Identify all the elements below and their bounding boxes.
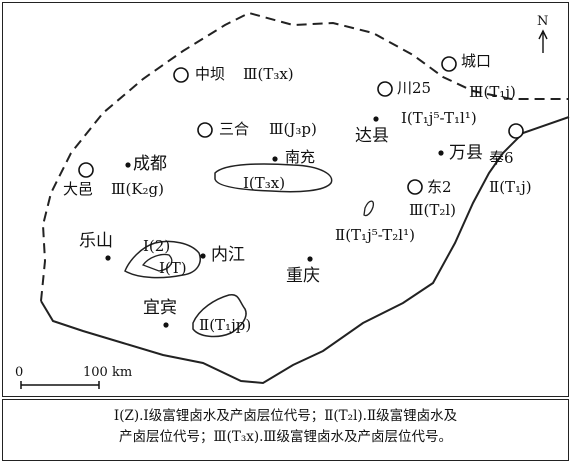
- zone-label-central: Ⅱ(T₁j⁵-T₂l¹): [335, 226, 415, 244]
- basin-boundary-dashed: [40, 11, 569, 302]
- wanxian-dot: [438, 150, 444, 156]
- place-dayi: 大邑: [63, 180, 94, 198]
- zone-label-daxian: Ⅰ(T₁j⁵-T₁l¹): [401, 109, 477, 127]
- basin-boundary-solid: [40, 116, 570, 385]
- north-label: N: [537, 14, 549, 29]
- yibin-zone: [192, 293, 247, 338]
- place-sanhe: 三合: [219, 120, 250, 138]
- figure-caption: Ⅰ(Z).Ⅰ级富锂卤水及产卤层位代号；Ⅱ(T₂l).Ⅱ级富锂卤水及 产卤层位代号…: [2, 399, 569, 461]
- zone-label-yibin: Ⅱ(T₁jp): [199, 316, 252, 334]
- caption-line-2: 产卤层位代号；Ⅲ(T₃x).Ⅲ级富锂卤水及产卤层位代号。: [119, 429, 452, 445]
- dong2-circle: [407, 179, 423, 195]
- place-zhongba: 中坝: [195, 65, 226, 83]
- place-chuan25: 川25: [397, 79, 432, 97]
- place-leshan: 乐山: [79, 231, 113, 251]
- place-yibin: 宜宾: [143, 298, 177, 318]
- sanhe-circle: [197, 122, 213, 138]
- chengkou-circle: [441, 56, 457, 72]
- place-neijiang: 内江: [211, 245, 245, 265]
- map-frame: N 0 100 km 中坝 城口 川25 三合 达县 南充 成都 万县 奉6 大…: [2, 2, 570, 397]
- zone-label-sanhe: Ⅲ(J₃p): [269, 120, 317, 138]
- neijiang-dot: [200, 253, 206, 259]
- yibin-dot: [163, 322, 169, 328]
- place-chongqing: 重庆: [286, 266, 320, 286]
- scale-zero: 0: [15, 365, 24, 380]
- zone-label-dong2: Ⅲ(T₂l): [409, 201, 456, 219]
- chuan25-circle: [377, 81, 393, 97]
- zone-label-dayi: Ⅲ(K₂g): [111, 180, 164, 198]
- daxian-dot: [373, 116, 379, 122]
- leshan-dot: [105, 255, 111, 261]
- feng6-circle: [508, 123, 524, 139]
- nanchong-dot: [272, 156, 278, 162]
- scale-distance: 100 km: [83, 365, 133, 380]
- zone-label-zhongba: Ⅲ(T₃x): [243, 65, 294, 83]
- place-nanchong: 南充: [285, 148, 316, 166]
- zone-label-chengkou: Ⅲ(T₁j): [469, 83, 516, 101]
- neijiang-zone-outer: [124, 240, 201, 279]
- nanchong-zone: [214, 163, 333, 193]
- zhongba-circle: [173, 67, 189, 83]
- chengdu-dot: [125, 162, 131, 168]
- place-feng6: 奉6: [489, 149, 514, 167]
- place-wanxian: 万县: [449, 143, 483, 163]
- caption-line-1: Ⅰ(Z).Ⅰ级富锂卤水及产卤层位代号；Ⅱ(T₂l).Ⅱ级富锂卤水及: [113, 408, 458, 424]
- central-lens: [363, 200, 375, 217]
- basin-map: [20, 11, 570, 389]
- chongqing-dot: [307, 256, 313, 262]
- place-daxian: 达县: [355, 126, 389, 146]
- place-chengdu: 成都: [133, 154, 167, 174]
- place-chengkou: 城口: [461, 52, 492, 70]
- zone-label-leshan-1: Ⅰ(2): [143, 237, 171, 255]
- place-dong2: 东2: [427, 178, 452, 196]
- zone-label-leshan-2: Ⅰ(T): [159, 259, 187, 277]
- dayi-circle: [78, 162, 94, 178]
- zone-label-nanchong: Ⅰ(T₃x): [243, 174, 286, 192]
- neijiang-zone-inner: [141, 253, 173, 272]
- zone-label-feng6: Ⅱ(T₁j): [489, 178, 532, 196]
